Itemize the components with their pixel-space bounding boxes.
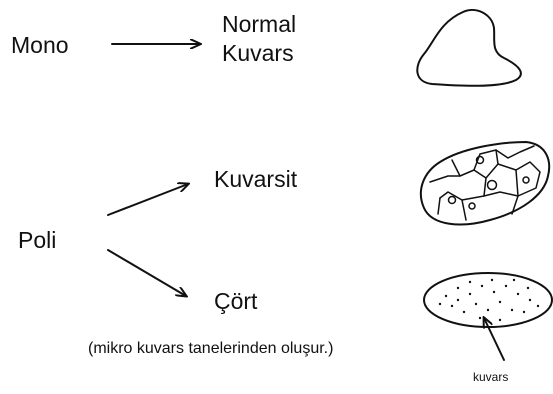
label-kuvars: Kuvars [222, 42, 294, 65]
kuvars-pointer-arrow [484, 318, 504, 360]
label-kuvarsit: Kuvarsit [214, 168, 297, 191]
kuvarsit-grain-shape [421, 142, 549, 224]
label-poli: Poli [18, 229, 56, 252]
cort-grain-shape [424, 273, 552, 327]
label-cort: Çört [214, 290, 257, 313]
label-mono: Mono [11, 34, 69, 57]
micro-quartz-dots [439, 279, 539, 321]
label-normal: Normal [222, 13, 296, 36]
label-kuvars-pointer: kuvars [473, 371, 508, 383]
arrow-poli-to-cort [108, 250, 186, 296]
label-note: (mikro kuvars tanelerinden oluşur.) [88, 341, 333, 357]
arrow-poli-to-kuvarsit [108, 184, 188, 215]
mono-quartz-grain-shape [417, 10, 521, 86]
